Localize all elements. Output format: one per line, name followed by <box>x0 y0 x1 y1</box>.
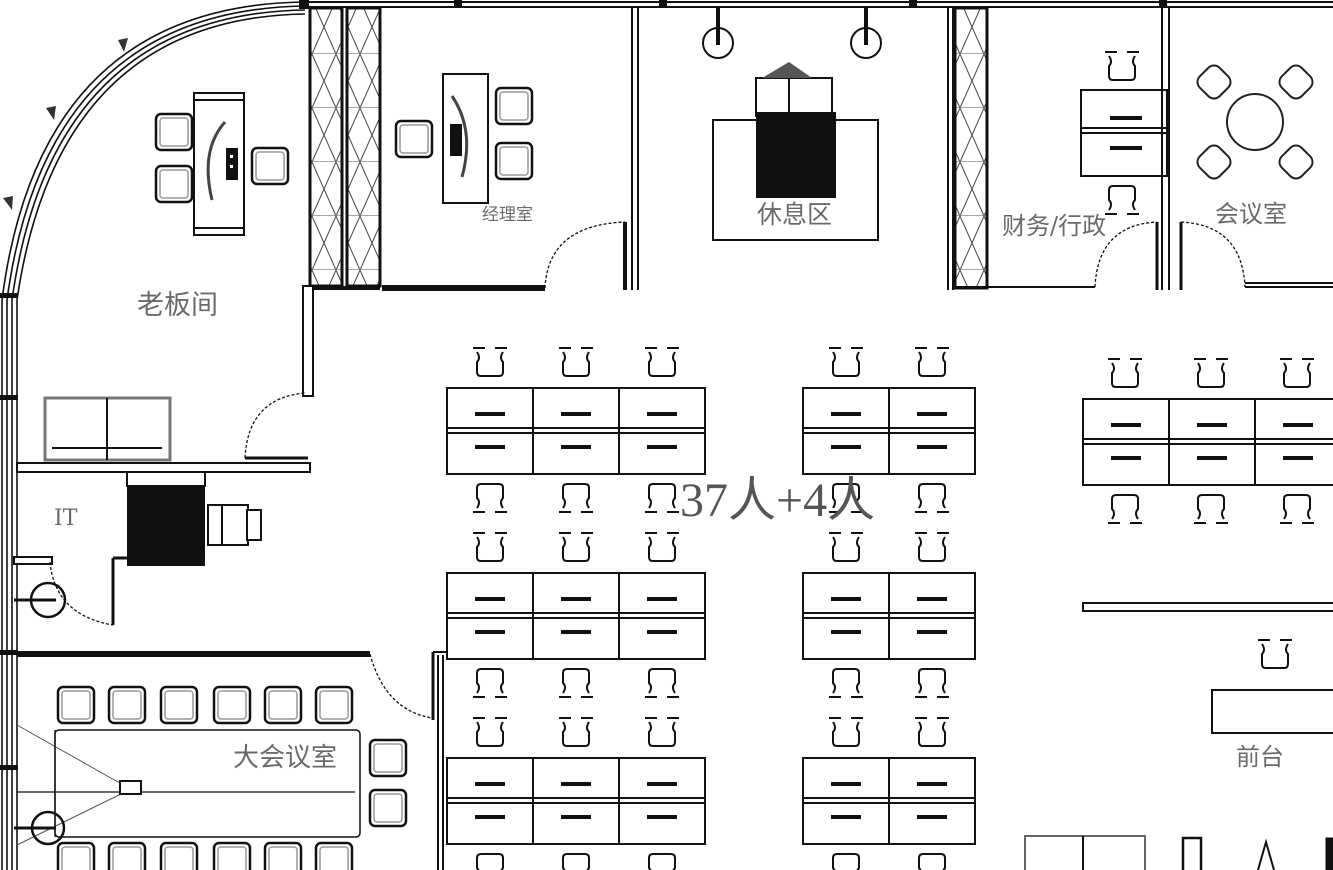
room-label-finance-admin: 财务/行政 <box>1002 212 1107 240</box>
reception-partition <box>1082 602 1333 612</box>
large-meeting-table <box>14 724 361 846</box>
room-label-it-room: IT <box>54 506 78 531</box>
curved-exterior-wall <box>1 1 306 301</box>
finance-meeting-walls <box>1094 8 1333 290</box>
workstations-right-block <box>1082 358 1333 524</box>
room-label-large-meeting-room: 大会议室 <box>233 743 338 773</box>
boss-door <box>244 392 308 460</box>
finance-desk <box>1080 51 1168 215</box>
room-label-boss-office: 老板间 <box>137 290 218 321</box>
reception-lobby-furniture <box>1024 835 1333 870</box>
workstations-middle-block <box>802 347 976 870</box>
large-meeting-door <box>369 651 447 870</box>
lounge-right-wall <box>947 8 1095 290</box>
headcount-label: 37人+4人 <box>680 474 876 527</box>
sofa <box>43 396 172 462</box>
room-label-meeting-room: 会议室 <box>1215 200 1287 228</box>
left-exterior-wall <box>1 300 18 870</box>
manager-office-walls <box>382 8 639 291</box>
top-exterior-wall <box>299 0 1333 9</box>
it-room-equipment <box>126 471 262 566</box>
round-meeting-table <box>1196 64 1314 180</box>
room-label-reception: 前台 <box>1236 743 1284 771</box>
window-mullions <box>3 38 128 210</box>
manager-desk <box>394 73 534 204</box>
boss-it-partition <box>16 462 311 473</box>
room-label-manager-office: 经理室 <box>482 205 533 225</box>
boss-desk <box>193 92 245 236</box>
left-wall-columns <box>0 293 18 770</box>
workstations-left-block <box>446 347 706 870</box>
lounge-furniture <box>702 8 882 241</box>
it-room-door <box>13 556 127 626</box>
reception-desk <box>1211 639 1333 734</box>
room-label-lounge: 休息区 <box>757 200 833 229</box>
storage-cabinets <box>308 6 989 290</box>
